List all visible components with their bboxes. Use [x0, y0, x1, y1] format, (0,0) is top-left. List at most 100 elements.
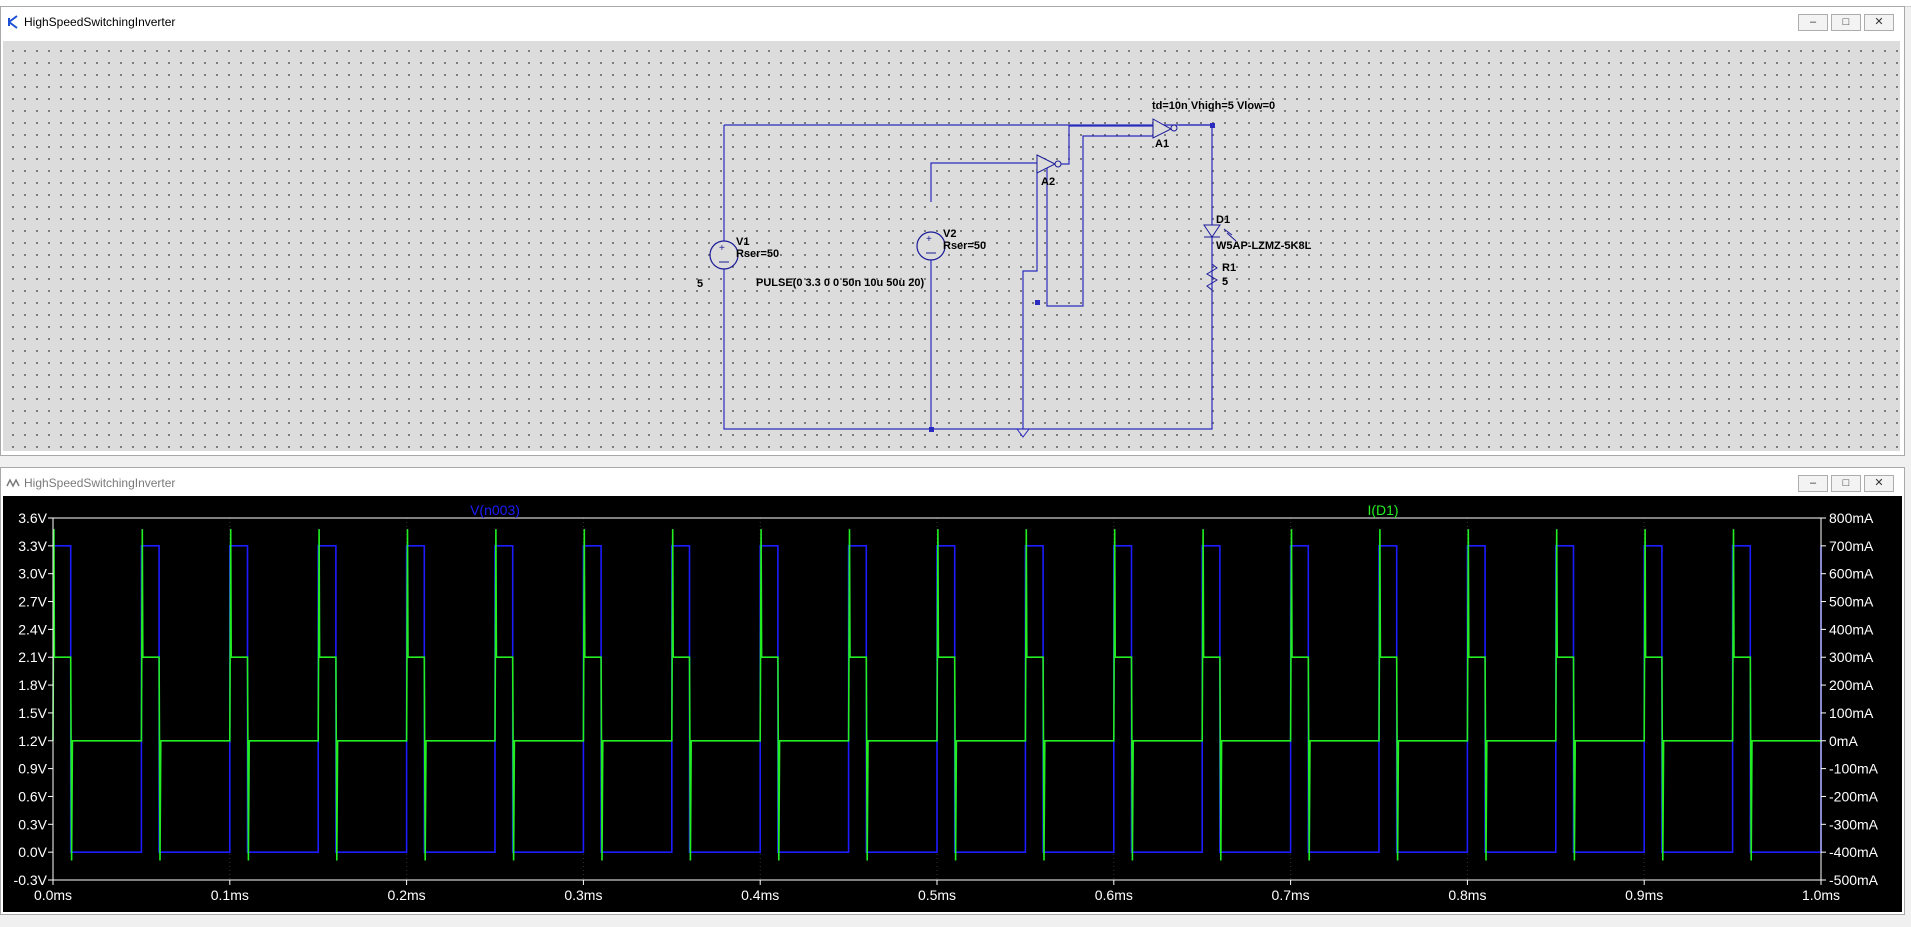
y-left-tick-label: 0.9V	[18, 761, 47, 777]
i-trace-line[interactable]	[52, 529, 1821, 861]
wire-a2-aux[interactable]	[1046, 135, 1153, 307]
y-left-tick-label: 0.3V	[18, 816, 47, 832]
close-icon: ✕	[1874, 477, 1884, 489]
r1-name-label[interactable]: R1	[1222, 262, 1236, 274]
x-tick-label: 0.2ms	[388, 887, 426, 903]
minimize-button[interactable]: –	[1798, 14, 1828, 31]
waveform-plot[interactable]: 0.0ms 0.1ms 0.2ms 0.3ms 0.4ms 0.5ms 0.6ms 0.7ms…	[3, 496, 1902, 912]
legend-i-trace[interactable]: I(D1)	[1367, 502, 1398, 518]
schematic-app-icon	[8, 15, 18, 29]
y-right-tick-label: -500mA	[1829, 872, 1879, 888]
y-right-tick-label: 300mA	[1829, 649, 1874, 665]
schematic-drawing: + +	[697, 100, 1312, 438]
y-right-tick-label: -400mA	[1829, 844, 1879, 860]
y-right-tick-label: 0mA	[1829, 733, 1858, 749]
y-right-tick-label: 100mA	[1829, 705, 1874, 721]
x-tick-label: 0.7ms	[1272, 887, 1310, 903]
a2-name-label[interactable]: A2	[1041, 176, 1055, 188]
close-button[interactable]: ✕	[1864, 14, 1894, 31]
v1-value-label[interactable]: 5	[697, 278, 703, 290]
legend-v-trace[interactable]: V(n003)	[470, 502, 520, 518]
x-tick-label: 0.6ms	[1095, 887, 1133, 903]
junction-dot	[1210, 123, 1215, 128]
schematic-title: HighSpeedSwitchingInverter	[24, 15, 176, 29]
y-left-tick-label: 1.8V	[18, 677, 47, 693]
minimize-button[interactable]: –	[1798, 475, 1828, 492]
maximize-icon: □	[1842, 477, 1850, 489]
svg-text:+: +	[719, 243, 725, 254]
y-right-tick-label: 200mA	[1829, 677, 1874, 693]
maximize-button[interactable]: □	[1831, 475, 1861, 492]
wire-v2-top[interactable]	[930, 162, 1037, 202]
waveform-chart[interactable]: 0.0ms 0.1ms 0.2ms 0.3ms 0.4ms 0.5ms 0.6ms 0.7ms…	[3, 496, 1902, 912]
y-left-tick-label: 3.6V	[18, 510, 47, 526]
a2-inverter[interactable]	[1036, 154, 1062, 174]
y-left-tick-label: 2.7V	[18, 594, 47, 610]
junction-dot	[929, 427, 934, 432]
y-left-tick-label: 3.0V	[18, 566, 47, 582]
y-right-tick-label: -300mA	[1829, 816, 1879, 832]
r1-value-label[interactable]: 5	[1222, 276, 1228, 288]
waveform-title: HighSpeedSwitchingInverter	[24, 476, 176, 490]
x-tick-label: 0.0ms	[34, 887, 72, 903]
y-right-tick-label: 800mA	[1829, 510, 1874, 526]
x-tick-label: 0.4ms	[741, 887, 779, 903]
v2-pulse-label[interactable]: PULSE(0 3.3 0 0 50n 10u 50u 20)	[756, 277, 924, 289]
minimize-icon: –	[1809, 477, 1817, 489]
y-left-tick-label: 2.1V	[18, 649, 47, 665]
v1-rser-label[interactable]: Rser=50	[736, 248, 779, 260]
a1-params-label[interactable]: td=10n Vhigh=5 Vlow=0	[1152, 100, 1275, 112]
ground-symbol[interactable]	[1016, 428, 1030, 438]
y-right-tick-label: 500mA	[1829, 594, 1874, 610]
y-right-tick-label: -200mA	[1829, 788, 1879, 804]
y-right-tick-label: 600mA	[1829, 566, 1874, 582]
d1-name-label[interactable]: D1	[1216, 214, 1230, 226]
waveform-titlebar[interactable]: HighSpeedSwitchingInverter – □ ✕	[1, 468, 1904, 498]
maximize-button[interactable]: □	[1831, 14, 1861, 31]
x-tick-label: 0.9ms	[1625, 887, 1663, 903]
v2-rser-label[interactable]: Rser=50	[943, 240, 986, 252]
d1-diode[interactable]	[1203, 224, 1237, 242]
x-tick-label: 0.5ms	[918, 887, 956, 903]
a1-name-label[interactable]: A1	[1155, 138, 1169, 150]
d1-model-label[interactable]: W5AP-LZMZ-5K8L	[1216, 240, 1312, 252]
v1-name-label[interactable]: V1	[736, 236, 749, 248]
wire-a2-gnd[interactable]	[1022, 169, 1038, 429]
minimize-icon: –	[1809, 16, 1817, 28]
y-left-tick-label: -0.3V	[14, 872, 48, 888]
x-tick-label: 0.3ms	[564, 887, 602, 903]
y-right-tick-label: 700mA	[1829, 538, 1874, 554]
schematic-window[interactable]: HighSpeedSwitchingInverter – □ ✕	[0, 6, 1905, 456]
wire-outer-loop[interactable]	[723, 124, 1213, 430]
y-right-tick-label: -100mA	[1829, 761, 1879, 777]
svg-text:+: +	[926, 234, 932, 245]
v-trace-line[interactable]	[53, 544, 1822, 854]
y-left-tick-label: 0.0V	[18, 844, 47, 860]
r1-resistor[interactable]	[1206, 263, 1218, 291]
waveform-app-icon	[6, 478, 20, 488]
y-left-tick-label: 0.6V	[18, 788, 47, 804]
y-left-tick-label: 3.3V	[18, 538, 47, 554]
schematic-canvas[interactable]: + +	[3, 41, 1900, 451]
y-left-tick-label: 2.4V	[18, 621, 47, 637]
maximize-icon: □	[1842, 16, 1850, 28]
a1-inverter[interactable]	[1152, 118, 1178, 139]
v2-name-label[interactable]: V2	[943, 228, 956, 240]
x-tick-label: 1.0ms	[1802, 887, 1840, 903]
x-tick-label: 0.8ms	[1448, 887, 1486, 903]
v2-source[interactable]: +	[916, 231, 946, 261]
wire-a2-a1[interactable]	[1059, 125, 1153, 165]
schematic-titlebar[interactable]: HighSpeedSwitchingInverter – □ ✕	[1, 7, 1904, 37]
x-tick-label: 0.1ms	[211, 887, 249, 903]
taskbar-strip	[0, 917, 1911, 927]
y-left-tick-label: 1.2V	[18, 733, 47, 749]
junctions	[929, 123, 1215, 432]
wires	[723, 124, 1213, 430]
v1-source[interactable]: +	[709, 240, 739, 270]
close-button[interactable]: ✕	[1864, 475, 1894, 492]
junction-dot	[1035, 300, 1040, 305]
y-right-tick-label: 400mA	[1829, 621, 1874, 637]
y-left-tick-label: 1.5V	[18, 705, 47, 721]
close-icon: ✕	[1874, 16, 1884, 28]
